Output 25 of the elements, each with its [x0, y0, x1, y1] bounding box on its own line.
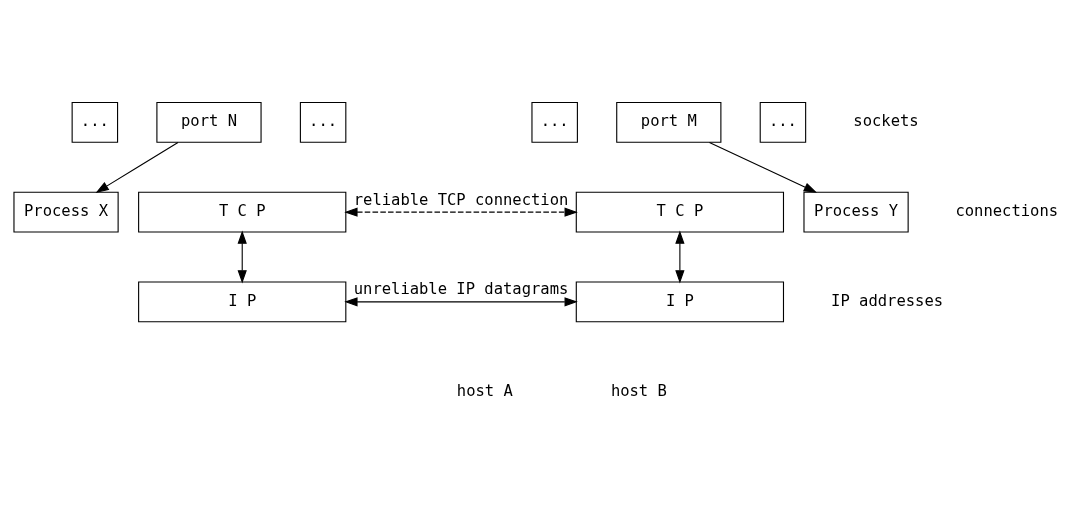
- node-box: ...: [759, 101, 807, 143]
- node-box: T C P: [575, 191, 785, 233]
- label: host A: [456, 381, 513, 400]
- node-box: port M: [616, 101, 722, 143]
- node-box: port N: [156, 101, 262, 143]
- edge-label: unreliable IP datagrams: [353, 279, 569, 298]
- node-box: I P: [138, 280, 347, 322]
- label: IP addresses: [831, 291, 944, 310]
- node-box: T C P: [138, 191, 347, 233]
- arrow: [708, 141, 818, 193]
- arrow: [344, 206, 578, 217]
- node-box: Process Y: [803, 191, 909, 233]
- node-box: ...: [531, 101, 578, 143]
- label: host B: [610, 381, 667, 400]
- edge-label: reliable TCP connection: [353, 190, 569, 209]
- label: connections: [955, 201, 1059, 220]
- label: sockets: [853, 111, 919, 130]
- node-box: Process X: [13, 191, 119, 233]
- node-box: I P: [575, 280, 785, 322]
- arrow: [95, 141, 179, 193]
- arrow: [237, 230, 247, 283]
- arrow: [344, 296, 578, 307]
- arrow: [675, 230, 685, 283]
- node-box: ...: [71, 101, 119, 143]
- node-box: ...: [299, 101, 347, 143]
